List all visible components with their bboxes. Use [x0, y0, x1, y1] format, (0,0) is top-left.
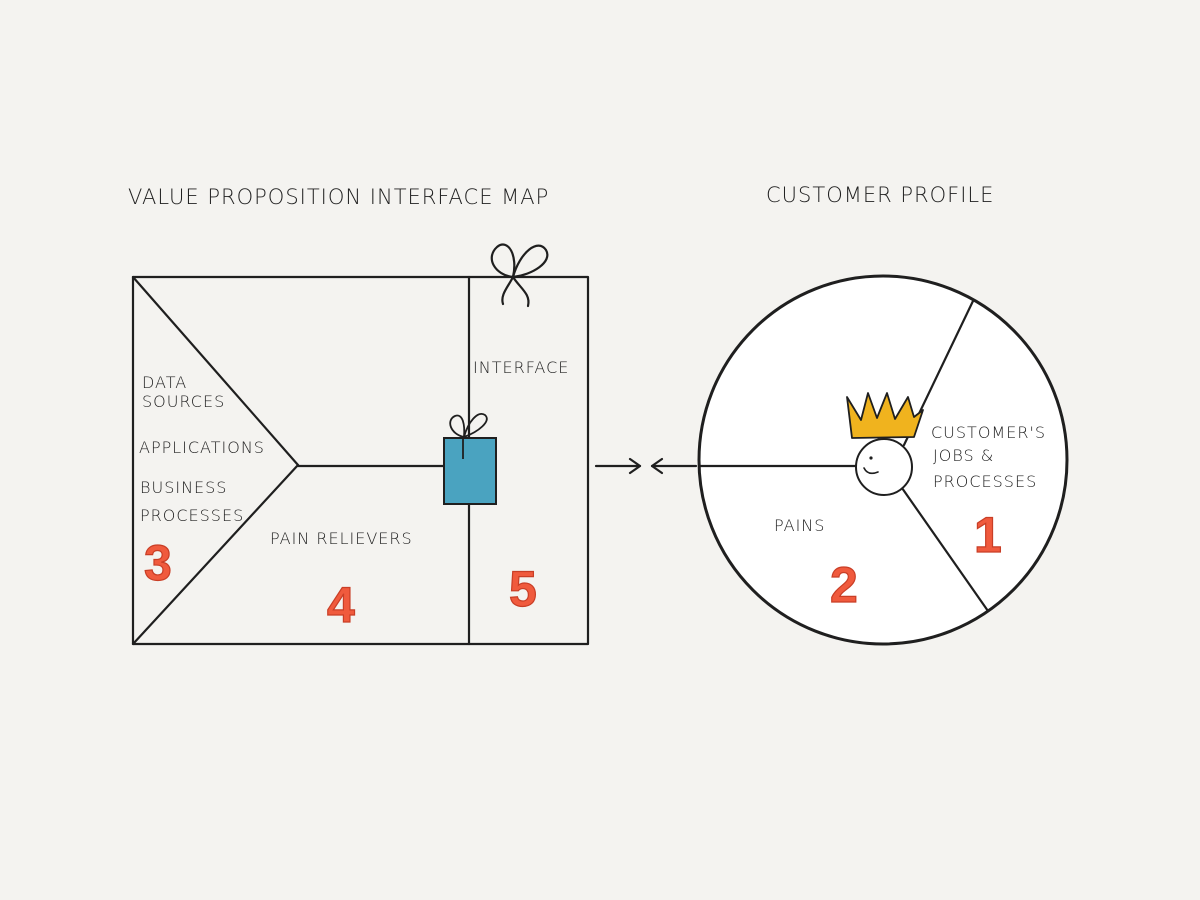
number-4: 4 — [327, 577, 355, 633]
data-sources-line1: DATA — [142, 373, 187, 392]
data-sources-line2: SOURCES — [142, 392, 225, 411]
sources-divider-bottom — [131, 463, 300, 646]
fit-arrows — [594, 457, 698, 475]
value-map: DATA SOURCES APPLICATIONS BUSINESS PROCE… — [131, 243, 590, 646]
customers-jobs-line1: CUSTOMER'S — [931, 423, 1046, 442]
customer-face-icon — [855, 438, 913, 496]
customer-profile-title: CUSTOMER PROFILE — [766, 183, 994, 207]
arrow-right-head-icon — [628, 457, 642, 475]
value-map-title: VALUE PROPOSITION INTERFACE MAP — [128, 185, 549, 209]
bow-icon — [490, 243, 549, 308]
customer-profile: CUSTOMER'S JOBS & PROCESSES 1 PAINS 2 — [697, 274, 1069, 646]
arrow-left-head-icon — [650, 457, 664, 475]
number-5: 5 — [509, 561, 537, 617]
interface-label: INTERFACE — [473, 358, 569, 377]
number-1: 1 — [974, 507, 1002, 563]
sources-divider-top — [131, 275, 300, 467]
value-map-frame — [131, 275, 590, 646]
number-2: 2 — [830, 557, 858, 613]
gift-box-icon — [443, 413, 497, 505]
gains-divider — [900, 486, 990, 613]
business-processes-line1: BUSINESS — [140, 478, 227, 497]
customers-jobs-line2: JOBS & — [933, 446, 994, 465]
crown-icon — [846, 392, 924, 439]
pain-relievers-label: PAIN RELIEVERS — [270, 529, 413, 548]
customers-jobs-line3: PROCESSES — [933, 472, 1037, 491]
applications-label: APPLICATIONS — [139, 438, 265, 457]
number-3: 3 — [144, 535, 172, 591]
business-processes-line2: PROCESSES — [140, 506, 244, 525]
pains-label: PAINS — [774, 516, 825, 535]
